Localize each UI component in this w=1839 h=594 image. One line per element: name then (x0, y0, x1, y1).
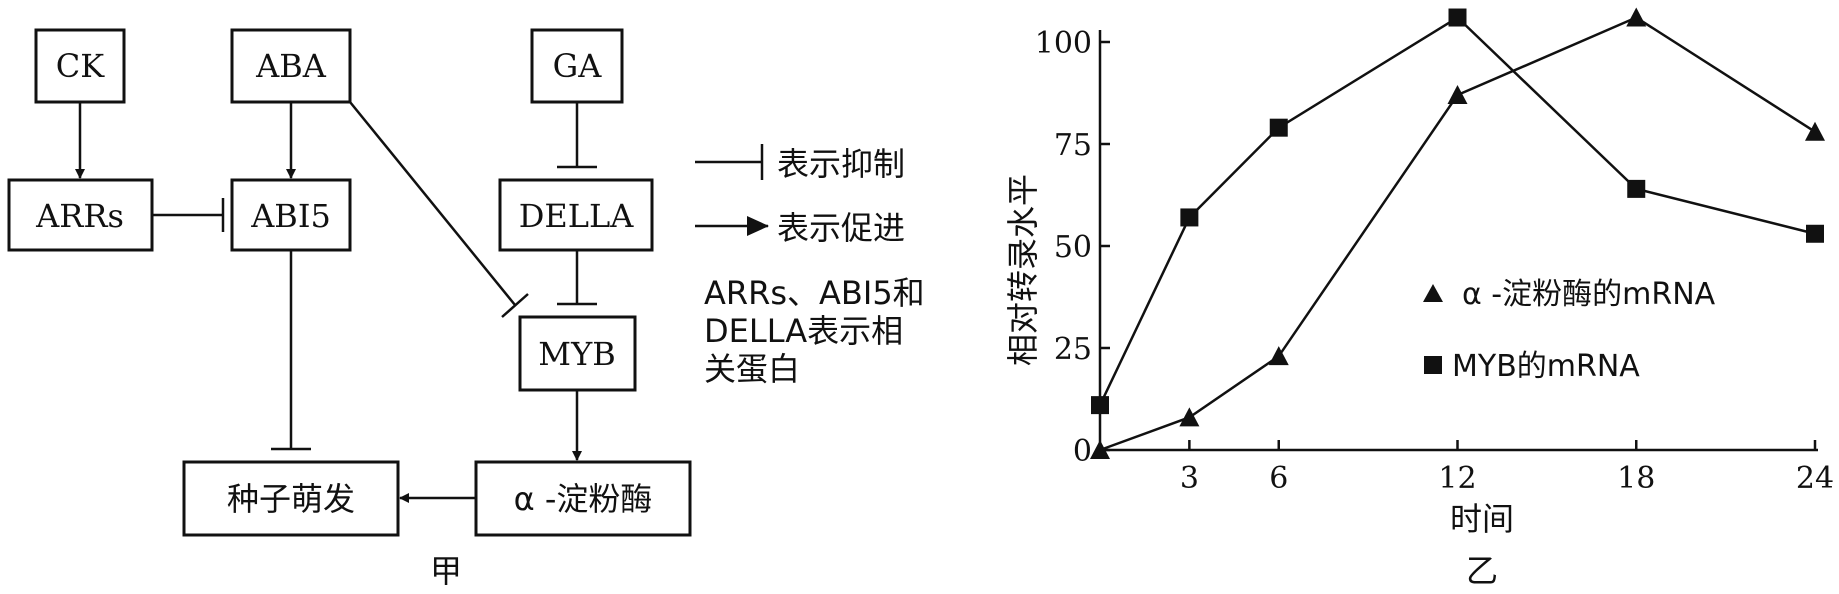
x-axis-label: 时间 (1450, 500, 1514, 538)
y-tick-label: 100 (1035, 26, 1092, 61)
note-line-1: ARRs、ABI5和 (704, 274, 925, 312)
node-ga-label: GA (553, 47, 603, 85)
caption-jia: 甲 (430, 552, 462, 590)
data-point-square (1627, 179, 1646, 198)
edge-abi5-inhibits-germination (271, 250, 311, 451)
x-tick-label: 6 (1269, 461, 1288, 496)
y-axis-label: 相对转录水平 (1004, 174, 1042, 366)
series-line-1 (1099, 16, 1816, 452)
y-tick-label: 25 (1054, 332, 1092, 367)
x-tick-label: 3 (1180, 461, 1199, 496)
data-point-square (1448, 8, 1467, 27)
data-point-square (1180, 208, 1199, 227)
x-tick-label: 12 (1438, 461, 1476, 496)
edge-ga-inhibits-della (557, 102, 597, 169)
y-tick-label: 50 (1054, 230, 1092, 265)
series-line-2 (1098, 15, 1816, 406)
y-tick-label: 75 (1054, 128, 1092, 163)
legend-square-icon (1424, 356, 1442, 374)
line-chart: 0 25 50 75 100 3 6 12 18 24 相对转录水平 时间 乙 α -淀粉酶的m… (1004, 7, 1834, 590)
legend-inhibit-label: 表示抑制 (777, 145, 905, 183)
data-point-square (1269, 118, 1288, 137)
node-arrs-label: ARRs (35, 197, 124, 235)
data-point-square (1091, 396, 1109, 415)
note-line-3: 关蛋白 (704, 350, 800, 388)
data-point-square (1806, 224, 1824, 243)
legend: α -淀粉酶的mRNA MYB的mRNA (1423, 277, 1716, 384)
node-germination-label: 种子萌发 (227, 480, 355, 518)
edge-arrs-inhibits-abi5 (152, 198, 225, 232)
legend-series-1: α -淀粉酶的mRNA (1462, 277, 1716, 312)
node-abi5-label: ABI5 (250, 197, 331, 235)
node-myb-label: MYB (538, 335, 615, 373)
legend-promote-label: 表示促进 (777, 209, 905, 247)
legend-triangle-icon (1423, 284, 1443, 302)
node-germination (182, 460, 400, 537)
node-amylase-label: α -淀粉酶 (514, 480, 653, 518)
node-aba-label: ABA (255, 47, 327, 85)
edge-della-inhibits-myb (557, 250, 597, 306)
data-point-triangle (1626, 7, 1647, 27)
node-della-label: DELLA (519, 197, 635, 235)
x-tick-label: 18 (1617, 461, 1655, 496)
data-point-triangle (1805, 121, 1825, 141)
legend-series-2: MYB的mRNA (1452, 349, 1640, 384)
edge-aba-inhibits-myb (349, 101, 529, 318)
data-point-triangle (1179, 407, 1200, 427)
data-point-triangle (1268, 346, 1289, 366)
legend-inhibit: 表示抑制 (695, 144, 905, 183)
node-della (498, 178, 654, 252)
data-point-triangle (1447, 85, 1468, 105)
legend-promote: 表示促进 (695, 209, 905, 247)
data-point-triangle (1090, 440, 1110, 459)
note-line-2: DELLA表示相 (704, 312, 903, 350)
caption-yi: 乙 (1466, 552, 1498, 590)
node-ck-label: CK (56, 47, 105, 85)
y-tick-label: 0 (1073, 434, 1092, 469)
pathway-diagram: CK ABA GA ARRs ABI5 DELLA MYB 种子萌发 α -淀粉… (7, 28, 925, 590)
x-tick-label: 24 (1796, 461, 1834, 496)
